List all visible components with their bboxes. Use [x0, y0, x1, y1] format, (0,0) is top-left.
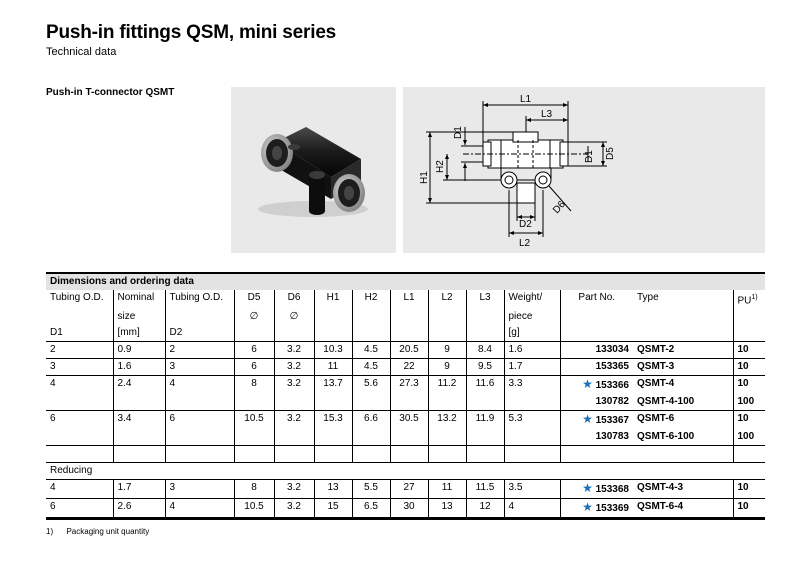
footnote-text: Packaging unit quantity	[66, 527, 150, 536]
type-code: QSMT-4-100	[637, 396, 695, 408]
label-d2: D2	[519, 219, 532, 230]
header-l2: L2	[427, 290, 466, 310]
star-icon: ★	[582, 481, 593, 496]
header-d6: D6	[273, 290, 314, 310]
header-d5: D5	[233, 290, 274, 310]
part-number: ★ 153366	[559, 375, 633, 395]
page-subtitle: Technical data	[46, 46, 117, 58]
type-code: QSMT-4	[633, 375, 733, 395]
header-nominal: Nominal	[112, 290, 165, 310]
part-number: ★ 153367	[559, 410, 633, 430]
reducing-label: Reducing	[46, 462, 765, 480]
page-title: Push-in fittings QSM, mini series	[46, 22, 337, 43]
type-code: QSMT-2	[633, 341, 733, 359]
header-d6-diam: ∅	[273, 309, 314, 326]
dimensions-table: Dimensions and ordering data Tubing O.D.…	[46, 272, 765, 521]
table-row: 130782 QSMT-4-100 100	[46, 394, 765, 411]
header-part-no: Part No.	[559, 290, 633, 310]
type-code: QSMT-4-3	[633, 479, 733, 499]
header-g: [g]	[503, 325, 560, 343]
header-d5-diam: ∅	[233, 309, 274, 326]
product-photo	[231, 87, 396, 253]
header-pu: PU1)	[732, 290, 765, 310]
label-l1: L1	[520, 94, 532, 105]
part-number: ★ 153369	[559, 498, 633, 521]
header-weight: Weight/	[503, 290, 560, 310]
part-number: 130782	[559, 394, 633, 411]
label-d5: D5	[605, 147, 616, 160]
header-piece: piece	[503, 309, 560, 326]
header-size: size	[112, 309, 165, 326]
technical-drawing: L1 L3 L2 D2 H1 H2 D1 D1 D5 D6	[403, 87, 765, 253]
table-caption: Dimensions and ordering data	[46, 272, 765, 290]
part-number: 133034	[559, 341, 633, 359]
header-type: Type	[637, 292, 659, 303]
section-heading: Push-in T-connector QSMT	[46, 87, 175, 98]
type-code: QSMT-6-100	[637, 431, 695, 443]
label-d1-right: D1	[584, 150, 595, 163]
header-h2: H2	[351, 290, 390, 310]
label-d1-left: D1	[453, 126, 464, 139]
header-d2: D2	[164, 325, 234, 343]
header-l3: L3	[465, 290, 504, 310]
t-connector-photo	[258, 127, 368, 217]
dimension-drawing: L1 L3 L2 D2 H1 H2 D1 D1 D5 D6	[419, 94, 616, 249]
header-d1: D1	[46, 325, 113, 343]
header-tubing-od: Tubing O.D.	[50, 292, 104, 303]
label-h2: H2	[435, 160, 446, 173]
header-tubing-od-2: Tubing O.D.	[164, 290, 234, 310]
type-code: QSMT-3	[633, 358, 733, 376]
footnote-mark: 1)	[46, 527, 54, 536]
star-icon: ★	[582, 377, 593, 392]
header-h1: H1	[313, 290, 352, 310]
part-number: 153365	[559, 358, 633, 376]
table-row: 130783 QSMT-6-100 100	[46, 429, 765, 446]
header-mm: [mm]	[112, 325, 165, 343]
label-l3: L3	[541, 109, 553, 120]
label-d6: D6	[551, 199, 568, 216]
footnote: 1) Packaging unit quantity	[46, 527, 149, 536]
label-h1: H1	[419, 171, 430, 184]
header-l1: L1	[389, 290, 428, 310]
part-number: 130783	[559, 429, 633, 446]
star-icon: ★	[582, 500, 593, 515]
type-code: QSMT-6-4	[633, 498, 733, 521]
part-number: ★ 153368	[559, 479, 633, 499]
star-icon: ★	[582, 412, 593, 427]
type-code: QSMT-6	[633, 410, 733, 430]
label-l2: L2	[519, 238, 531, 249]
